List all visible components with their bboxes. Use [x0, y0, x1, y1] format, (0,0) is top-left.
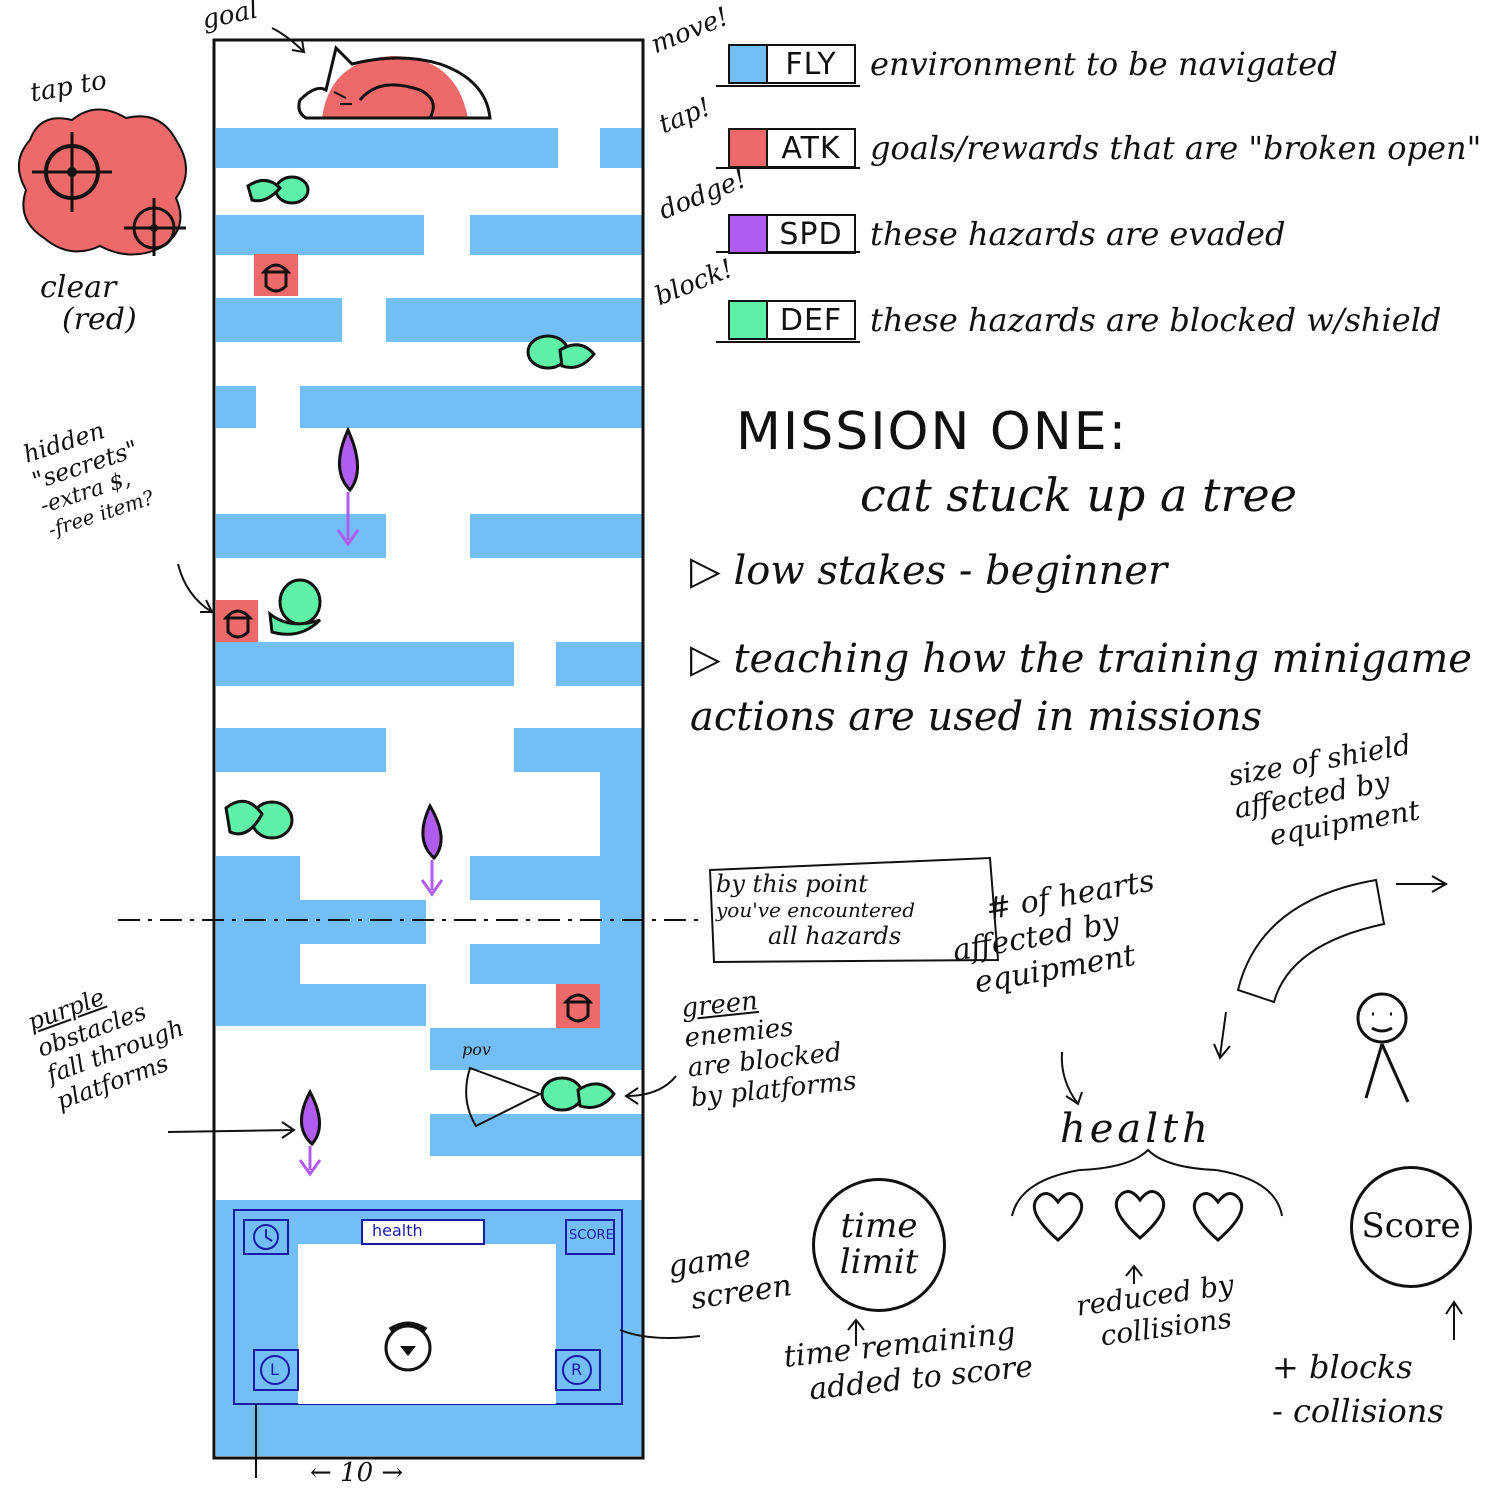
game-screen-pointer: [619, 1329, 701, 1339]
shield-arrow: [1396, 875, 1449, 893]
green-arrow: [624, 1075, 677, 1105]
sleeping-cat-icon[interactable]: [297, 45, 492, 120]
legend-desc-def: these hazards are blocked w/shield: [870, 301, 1442, 339]
hud-score-label: SCORE: [569, 1228, 614, 1243]
def-swatch: [728, 300, 768, 340]
score-box: [565, 1219, 615, 1255]
health-bar: [361, 1219, 485, 1245]
hearts-arrow: [1060, 1051, 1083, 1106]
encountered-note: by this point you've encountered all haz…: [716, 870, 915, 950]
purple-leaf-icon[interactable]: [298, 1088, 322, 1177]
score-arrow: [1445, 1300, 1463, 1340]
platforms: [216, 128, 642, 1456]
green-bird-icon[interactable]: [246, 175, 310, 205]
score-note: + blocks - collisions: [1272, 1348, 1444, 1430]
hud-right-label[interactable]: R: [571, 1360, 583, 1379]
encountered-line-2: you've encountered: [716, 898, 916, 922]
reduced-arrow: [1125, 1264, 1143, 1284]
leaf-group: [298, 426, 444, 1177]
legend-desc-fly: environment to be navigated: [870, 45, 1338, 83]
legend-desc-spd: these hazards are evaded: [870, 215, 1286, 253]
green-bird-icon[interactable]: [540, 1076, 616, 1112]
purple-leaf-icon[interactable]: [336, 426, 360, 547]
purple-leaf-icon[interactable]: [420, 802, 444, 897]
hud-left-label[interactable]: L: [270, 1360, 279, 1379]
red-label: (red): [62, 302, 137, 337]
heart-icon: [1114, 1190, 1166, 1240]
mission-subtitle: cat stuck up a tree: [860, 468, 1297, 522]
crosshair-icon: [124, 198, 186, 256]
heart-icon: [1032, 1192, 1084, 1242]
right-button-icon: [562, 1355, 592, 1385]
legend-row-atk: ATK goals/rewards that are "broken open": [728, 126, 1481, 170]
acorn-icon[interactable]: [254, 254, 298, 296]
shield-arrow-down: [1213, 1011, 1231, 1060]
spd-swatch: [728, 214, 768, 254]
mission-title: MISSION ONE:: [736, 402, 1129, 462]
heart-icon: [1192, 1192, 1244, 1242]
health-label: health: [1060, 1106, 1212, 1152]
legend-code-fly: FLY: [768, 44, 856, 84]
atk-swatch: [728, 128, 768, 168]
mission-bullet-1: ▷ low stakes - beginner: [690, 548, 1168, 594]
player-avatar-icon: [384, 1321, 432, 1372]
purple-arrow: [167, 1121, 296, 1139]
legend-code-def: DEF: [768, 300, 856, 340]
goal-arrow: [271, 27, 306, 54]
fly-swatch: [728, 44, 768, 84]
bird-group: [224, 175, 616, 1112]
time-limit-circle: time limit: [812, 1178, 946, 1312]
legend-row-def: DEF these hazards are blocked w/shield: [728, 298, 1441, 342]
green-note: green enemies are blocked by platforms: [680, 977, 858, 1113]
legend-row-fly: FLY environment to be navigated: [728, 42, 1338, 86]
width-label: ← 10 →: [310, 1458, 404, 1488]
acorn-icon[interactable]: [216, 600, 258, 642]
crosshair-icon: [32, 132, 112, 212]
game-screen: [233, 1209, 623, 1405]
score-line-1: + blocks: [1272, 1348, 1413, 1386]
green-bird-icon[interactable]: [526, 334, 596, 370]
tap-target-bush[interactable]: [18, 108, 187, 256]
mission-bullet-2-text: teaching how the training minigame actio…: [690, 636, 1472, 740]
clock-icon: [253, 1224, 279, 1250]
green-bird-icon[interactable]: [268, 578, 322, 636]
time-arrow: [847, 1318, 865, 1346]
encountered-line-1: by this point: [716, 870, 868, 898]
board-outline: [212, 38, 645, 1460]
pov-label: pov: [462, 1040, 491, 1059]
mission-bullet-2: ▷ teaching how the training minigame act…: [690, 636, 1472, 740]
health-brace: [1011, 1148, 1283, 1217]
score-circle: Score: [1350, 1166, 1472, 1288]
score-line-2: - collisions: [1272, 1392, 1444, 1430]
legend-code-atk: ATK: [768, 128, 856, 168]
shield-arc: [1236, 878, 1386, 1004]
stick-figure-icon: [1356, 992, 1410, 1103]
acorn-icon[interactable]: [556, 984, 600, 1028]
legend-desc-atk: goals/rewards that are "broken open": [870, 129, 1482, 167]
left-button-icon: [260, 1355, 290, 1385]
pov-cone: [465, 1066, 543, 1128]
green-bird-icon[interactable]: [224, 799, 294, 840]
secrets-arrow: [177, 563, 214, 613]
mission-bullet-1-text: low stakes - beginner: [733, 548, 1168, 594]
encountered-line-3: all hazards: [768, 922, 902, 950]
hearts: [1032, 1190, 1244, 1242]
legend-code-spd: SPD: [768, 214, 856, 254]
legend-row-spd: SPD these hazards are evaded: [728, 212, 1285, 256]
clear-label: clear: [40, 270, 117, 305]
hud-health-label: health: [372, 1221, 423, 1240]
pointer-arrows: [167, 27, 1463, 1478]
encountered-box: [708, 856, 1000, 964]
